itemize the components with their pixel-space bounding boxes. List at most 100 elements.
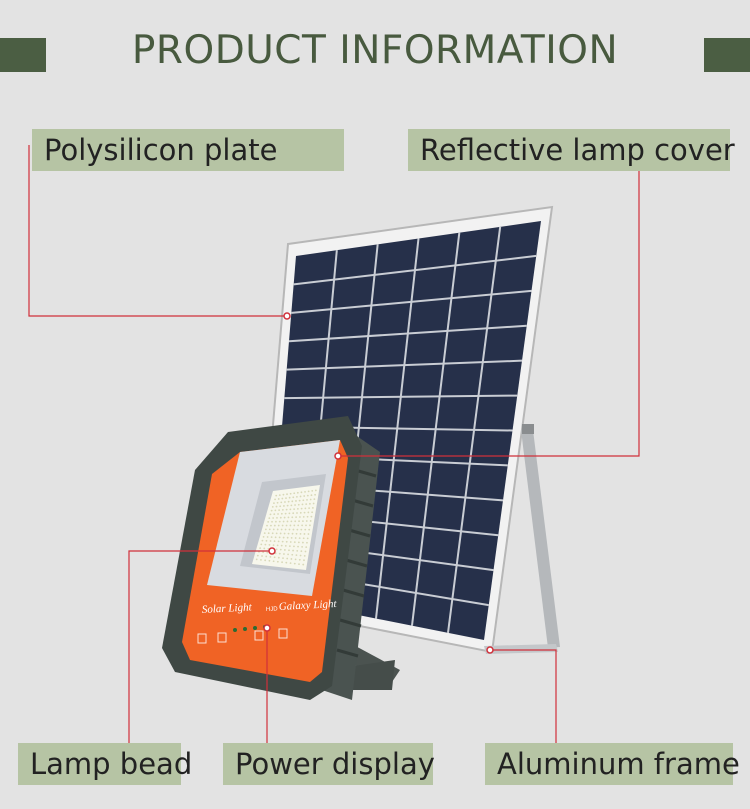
led-bead	[310, 515, 313, 518]
led-bead	[282, 557, 284, 560]
led-bead	[274, 536, 277, 539]
led-bead	[276, 528, 279, 531]
callout-aluminum-dot	[486, 646, 494, 654]
led-bead	[303, 511, 306, 514]
led-bead	[309, 502, 311, 505]
led-bead	[272, 560, 275, 563]
led-bead	[304, 550, 307, 553]
callout-polysilicon-dot	[283, 312, 291, 320]
led-bead	[302, 541, 304, 544]
led-bead	[288, 545, 291, 548]
led-bead	[306, 541, 308, 544]
callout-polysilicon-line	[28, 145, 287, 317]
led-bead	[292, 512, 295, 515]
led-bead	[289, 524, 292, 527]
led-bead	[296, 491, 299, 494]
panel-cell-divider	[288, 324, 527, 343]
led-bead	[296, 549, 299, 552]
led-bead	[291, 500, 294, 503]
led-bead	[268, 528, 271, 531]
led-bead	[295, 500, 297, 502]
led-bead	[269, 513, 272, 516]
led-bead	[265, 539, 268, 542]
led-bead	[273, 556, 276, 559]
label-lamp-bead: Lamp bead	[18, 743, 192, 785]
led-bead	[295, 532, 298, 535]
led-bead	[292, 549, 295, 552]
led-bead	[293, 492, 296, 495]
led-bead	[273, 524, 276, 527]
led-bead	[275, 505, 278, 508]
led-bead	[298, 499, 301, 502]
led-bead	[279, 532, 282, 535]
panel-cell-divider	[286, 359, 523, 371]
led-bead	[303, 533, 306, 535]
led-bead	[266, 551, 269, 554]
led-bead	[275, 548, 278, 551]
callout-reflective-dot	[334, 452, 342, 460]
led-bead	[297, 503, 300, 506]
led-bead	[287, 553, 289, 556]
led-bead	[265, 555, 268, 558]
led-bead	[255, 558, 258, 561]
led-bead	[280, 544, 283, 547]
led-bead	[263, 547, 266, 550]
led-bead	[283, 549, 286, 551]
led-bead	[302, 537, 305, 540]
led-bead	[279, 548, 282, 551]
led-bead	[278, 494, 281, 497]
led-bead	[283, 505, 285, 507]
led-bead	[284, 544, 287, 547]
led-bead	[291, 553, 294, 556]
led-bead	[290, 520, 293, 523]
led-bead	[304, 507, 307, 510]
led-bead	[262, 551, 265, 554]
led-bead	[281, 561, 283, 564]
led-bead	[276, 560, 279, 563]
led-bead	[259, 547, 262, 550]
led-bead	[293, 545, 295, 548]
led-bead	[294, 520, 297, 523]
led-bead	[269, 555, 272, 558]
led-bead	[266, 536, 269, 538]
led-bead	[272, 528, 275, 531]
led-bead	[300, 507, 303, 510]
led-bead	[274, 509, 277, 512]
led-bead	[285, 497, 287, 500]
led-bead	[302, 515, 305, 518]
led-bead	[271, 505, 274, 508]
led-bead	[294, 558, 297, 561]
led-bead	[278, 520, 281, 523]
led-bead	[287, 532, 290, 535]
label-aluminum-frame: Aluminum frame	[485, 743, 740, 785]
led-bead	[290, 536, 293, 539]
led-bead	[285, 561, 288, 564]
led-bead	[295, 554, 298, 557]
led-bead	[274, 498, 276, 501]
led-bead	[285, 540, 288, 543]
led-bead	[302, 563, 305, 566]
panel-cell-divider	[291, 289, 532, 314]
led-bead	[278, 552, 281, 555]
led-bead	[293, 524, 296, 527]
led-bead	[267, 520, 270, 523]
led-bead	[286, 504, 289, 507]
led-bead	[304, 528, 307, 531]
led-bead	[297, 541, 300, 544]
callout-lines	[28, 145, 640, 743]
led-bead	[311, 506, 314, 509]
page-title: PRODUCT INFORMATION	[131, 28, 619, 73]
led-bead	[277, 556, 280, 559]
led-bead	[276, 516, 278, 519]
led-bead	[286, 536, 289, 539]
led-bead	[280, 512, 283, 515]
led-bead	[261, 539, 264, 542]
led-bead	[283, 516, 286, 519]
led-bead	[299, 554, 302, 557]
led-bead	[293, 541, 296, 544]
led-bead	[264, 543, 267, 546]
led-bead	[277, 498, 280, 500]
panel-cell-divider	[284, 394, 518, 400]
led-bead	[281, 524, 284, 527]
